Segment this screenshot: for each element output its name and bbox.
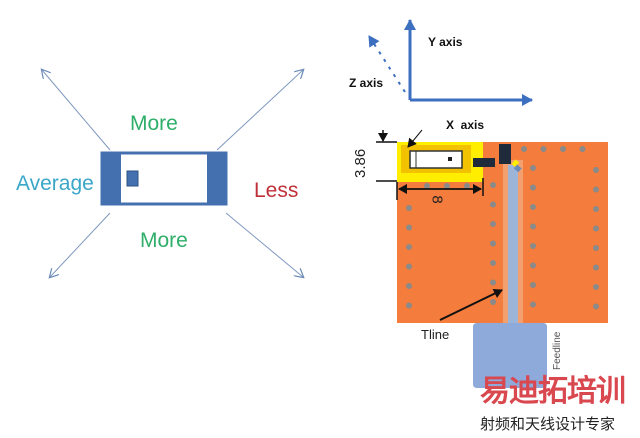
width-dimension: 8	[428, 195, 446, 204]
via	[530, 165, 536, 171]
via	[579, 146, 586, 152]
label-less: Less	[254, 179, 299, 202]
label-average: Average	[16, 172, 94, 195]
y-axis-label: Y axis	[428, 35, 463, 49]
height-dimension: 3.86	[352, 148, 369, 178]
pcb-board	[397, 142, 608, 388]
via	[530, 282, 536, 288]
feed-pad	[473, 323, 547, 388]
via	[464, 183, 470, 189]
via	[593, 264, 599, 271]
x-axis-label: X axis	[446, 118, 485, 132]
via	[530, 204, 536, 210]
chip-component	[100, 151, 228, 206]
via	[444, 183, 450, 189]
via	[490, 240, 496, 247]
via	[490, 260, 496, 266]
coordinate-axes	[368, 19, 533, 106]
via	[593, 206, 599, 212]
via	[593, 303, 599, 310]
via	[530, 223, 536, 230]
dimensions	[376, 129, 503, 321]
via	[560, 146, 566, 152]
via	[490, 201, 496, 208]
via	[406, 205, 412, 211]
tline-label: Tline	[421, 327, 450, 342]
watermark-main: 易迪拓培训	[480, 375, 626, 408]
via	[424, 183, 430, 189]
direction-arrows	[42, 70, 303, 277]
feedline-label: Feedline	[552, 331, 563, 370]
via	[490, 221, 496, 227]
via	[406, 283, 412, 289]
via	[521, 146, 527, 152]
via	[490, 299, 496, 305]
via	[530, 184, 536, 191]
via	[406, 244, 412, 250]
via	[406, 302, 412, 309]
label-more-bottom: More	[140, 229, 188, 252]
via	[406, 263, 412, 270]
tline-trace	[508, 165, 518, 325]
via	[530, 301, 536, 308]
via	[530, 243, 536, 249]
via	[593, 284, 599, 290]
via	[406, 224, 412, 231]
via	[490, 182, 496, 188]
via	[593, 245, 599, 251]
via	[540, 146, 547, 152]
via	[593, 167, 599, 173]
z-axis-label: Z axis	[349, 76, 384, 90]
via	[530, 262, 536, 269]
via	[593, 186, 599, 193]
watermark-sub: 射频和天线设计专家	[480, 416, 616, 433]
via	[593, 225, 599, 232]
label-more-top: More	[130, 112, 178, 135]
via	[490, 279, 496, 286]
